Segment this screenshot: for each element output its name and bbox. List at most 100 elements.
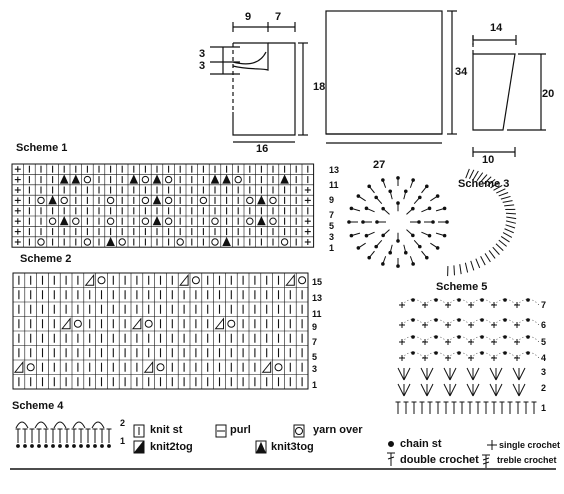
knit3tog-stitch	[222, 174, 231, 184]
yarn-over-stitch	[246, 217, 254, 225]
shell-stitch	[420, 367, 428, 381]
yarn-over-stitch	[37, 196, 45, 205]
purl-icon	[215, 424, 227, 438]
yarn-over-stitch	[141, 196, 150, 205]
scheme-3-title: Scheme 3	[458, 178, 510, 190]
legend-chain-label: chain st	[400, 438, 442, 450]
chain-stitch	[526, 335, 530, 339]
scheme-1-grid	[11, 163, 315, 248]
yarn-over-stitch	[191, 276, 200, 285]
sleeve-top: 14	[490, 22, 503, 34]
crochet-stitch	[459, 264, 462, 275]
knit3tog-stitch	[106, 236, 115, 246]
yarn-over-stitch	[118, 238, 126, 246]
yarn-over-stitch	[106, 217, 115, 225]
row-number: 3	[541, 367, 547, 377]
yarn-over-stitch	[73, 319, 82, 328]
knit3tog-stitch	[280, 174, 289, 184]
chain-stitch	[457, 351, 461, 355]
knit2tog-stitch	[61, 317, 71, 330]
crochet-stitch	[480, 255, 486, 266]
chain-stitch	[503, 298, 507, 302]
legend-knit3tog-label: knit3tog	[271, 441, 314, 453]
shell-stitch	[449, 383, 457, 397]
chain-stitch	[526, 318, 530, 322]
legend-knit2tog-label: knit2tog	[150, 441, 193, 453]
knit2tog-stitch	[285, 273, 295, 286]
crochet-stitch	[472, 170, 479, 180]
yarn-over-stitch	[227, 319, 236, 328]
row-number: 13	[329, 165, 340, 175]
crochet-stitch	[504, 228, 514, 234]
shell-stitch	[443, 367, 451, 381]
scheme-2-title: Scheme 2	[20, 253, 72, 265]
knit3tog-stitch	[210, 174, 220, 184]
yarn-over-stitch	[141, 175, 150, 184]
shell-stitch	[403, 383, 411, 397]
crochet-stitch	[505, 212, 516, 215]
yarn-over-stitch	[298, 276, 307, 285]
knit3tog-stitch	[59, 216, 69, 226]
front-left-a: 3	[199, 48, 206, 60]
chain-stitch	[526, 351, 530, 355]
yarn-over-stitch	[176, 238, 184, 246]
row-number: 7	[312, 337, 318, 347]
row-number: 7	[329, 210, 335, 220]
crochet-stitch	[505, 224, 516, 229]
row-number: 4	[541, 353, 547, 363]
crochet-stitch	[488, 250, 496, 259]
knit2tog-icon	[133, 440, 145, 454]
chain-stitch	[503, 318, 507, 322]
chain-stitch	[480, 298, 484, 302]
yarn-over-stitch	[269, 217, 277, 225]
crochet-stitch	[492, 246, 500, 255]
crochet-stitch	[464, 262, 469, 273]
row-number: 11	[329, 180, 339, 190]
yarn-over-stitch	[83, 238, 92, 246]
shell-stitch	[449, 367, 457, 381]
crochet-stitch	[500, 195, 511, 200]
crochet-stitch	[487, 178, 496, 187]
front-height: 18	[313, 81, 326, 93]
chain-stitch	[23, 444, 27, 448]
row-number: 1	[312, 380, 318, 390]
row-number: 5	[312, 352, 318, 362]
crochet-stitch	[506, 216, 517, 220]
chain-stitch	[37, 444, 41, 448]
chain-stitch	[411, 298, 415, 302]
knit3tog-stitch	[152, 174, 162, 184]
back-schematic	[325, 10, 457, 144]
knit3tog-stitch	[152, 216, 162, 226]
chain-stitch	[480, 335, 484, 339]
crochet-stitch	[470, 260, 475, 271]
yarn-over-stitch	[164, 196, 173, 205]
row-number: 3	[329, 232, 335, 242]
chain-stitch	[434, 318, 438, 322]
row-number: 1	[120, 436, 126, 446]
crochet-stitch	[502, 200, 513, 203]
chain-stitch	[100, 444, 104, 448]
yarn-over-stitch	[97, 276, 106, 285]
knit-stitch-icon	[133, 424, 145, 438]
row-number: 9	[329, 195, 335, 205]
knit2tog-stitch	[261, 360, 272, 373]
legend-knit-label: knit st	[150, 424, 183, 436]
crochet-stitch	[483, 176, 492, 185]
legend-purl-label: purl	[230, 424, 251, 436]
yarn-over-stitch	[60, 196, 68, 205]
crochet-stitch	[506, 220, 516, 224]
sleeve-schematic	[472, 33, 546, 157]
chain-stitch	[434, 335, 438, 339]
chain-stitch	[503, 351, 507, 355]
scheme-3-motif	[347, 168, 517, 277]
chain-stitch	[79, 444, 83, 448]
shell-stitch	[512, 367, 520, 381]
crochet-stitch	[465, 168, 470, 179]
chain-stitch	[503, 335, 507, 339]
crochet-stitch	[504, 204, 515, 207]
knit3tog-stitch	[129, 174, 139, 184]
chain-stitch	[457, 298, 461, 302]
chain-stitch-icon	[388, 441, 394, 447]
scheme-4-chart	[15, 421, 112, 448]
